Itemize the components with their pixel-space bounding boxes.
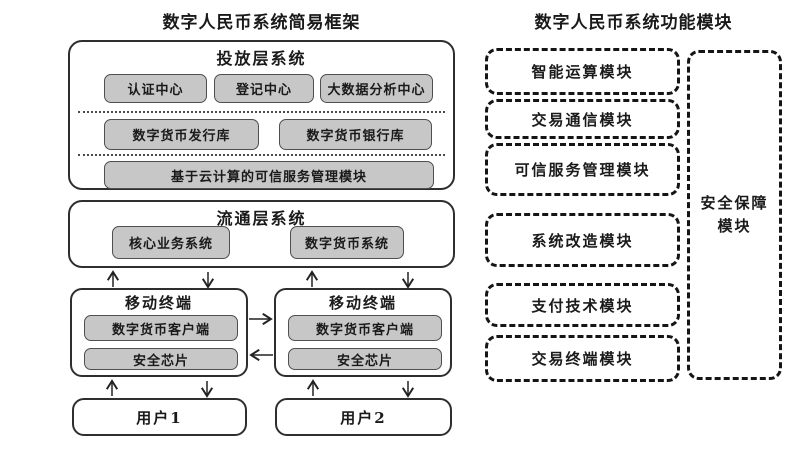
distribution-layer-title: 投放层系统 (216, 49, 307, 68)
module-transaction-terminal: 交易终端模块 (485, 335, 680, 382)
distribution-layer-box: 投放层系统 认证中心 登记中心 大数据分析中心 数字货币发行库 数字货币银行库 … (68, 40, 455, 190)
node-currency-issuance-vault: 数字货币发行库 (104, 119, 259, 150)
node-currency-client-2: 数字货币客户端 (288, 315, 442, 341)
mobile-terminal-1-title: 移动终端 (124, 294, 193, 312)
node-authentication-center: 认证中心 (104, 74, 207, 103)
node-security-chip-2: 安全芯片 (288, 348, 442, 370)
mobile-terminal-1-box: 移动终端 数字货币客户端 安全芯片 (70, 288, 248, 377)
module-payment-technology: 支付技术模块 (485, 283, 680, 327)
right-diagram-title: 数字人民币系统功能模块 (534, 13, 733, 33)
module-intelligent-computing: 智能运算模块 (485, 48, 680, 95)
user-1-box: 用户1 (72, 398, 247, 436)
node-bigdata-analysis-center: 大数据分析中心 (320, 74, 433, 103)
circulation-layer-title: 流通层系统 (216, 209, 307, 228)
module-security-assurance: 安全保障模块 (687, 50, 782, 380)
row-separator-2 (78, 154, 445, 156)
node-currency-client-1: 数字货币客户端 (84, 315, 238, 341)
left-diagram-title: 数字人民币系统简易框架 (162, 13, 361, 33)
security-assurance-label: 安全保障模块 (700, 193, 769, 235)
node-cloud-trusted-service-module: 基于云计算的可信服务管理模块 (104, 161, 434, 189)
module-system-transformation: 系统改造模块 (485, 213, 680, 267)
module-trusted-service-management: 可信服务管理模块 (485, 143, 680, 196)
mobile-terminal-2-box: 移动终端 数字货币客户端 安全芯片 (274, 288, 452, 377)
user-2-box: 用户2 (275, 398, 452, 436)
row-separator-1 (78, 111, 445, 113)
module-transaction-communication: 交易通信模块 (485, 99, 680, 139)
node-security-chip-1: 安全芯片 (84, 348, 238, 370)
node-registration-center: 登记中心 (214, 74, 314, 103)
node-currency-bank-vault: 数字货币银行库 (279, 119, 432, 150)
node-digital-currency-system: 数字货币系统 (290, 226, 404, 259)
node-core-business-system: 核心业务系统 (112, 226, 230, 259)
circulation-layer-box: 流通层系统 核心业务系统 数字货币系统 (68, 200, 455, 268)
mobile-terminal-2-title: 移动终端 (328, 294, 397, 312)
